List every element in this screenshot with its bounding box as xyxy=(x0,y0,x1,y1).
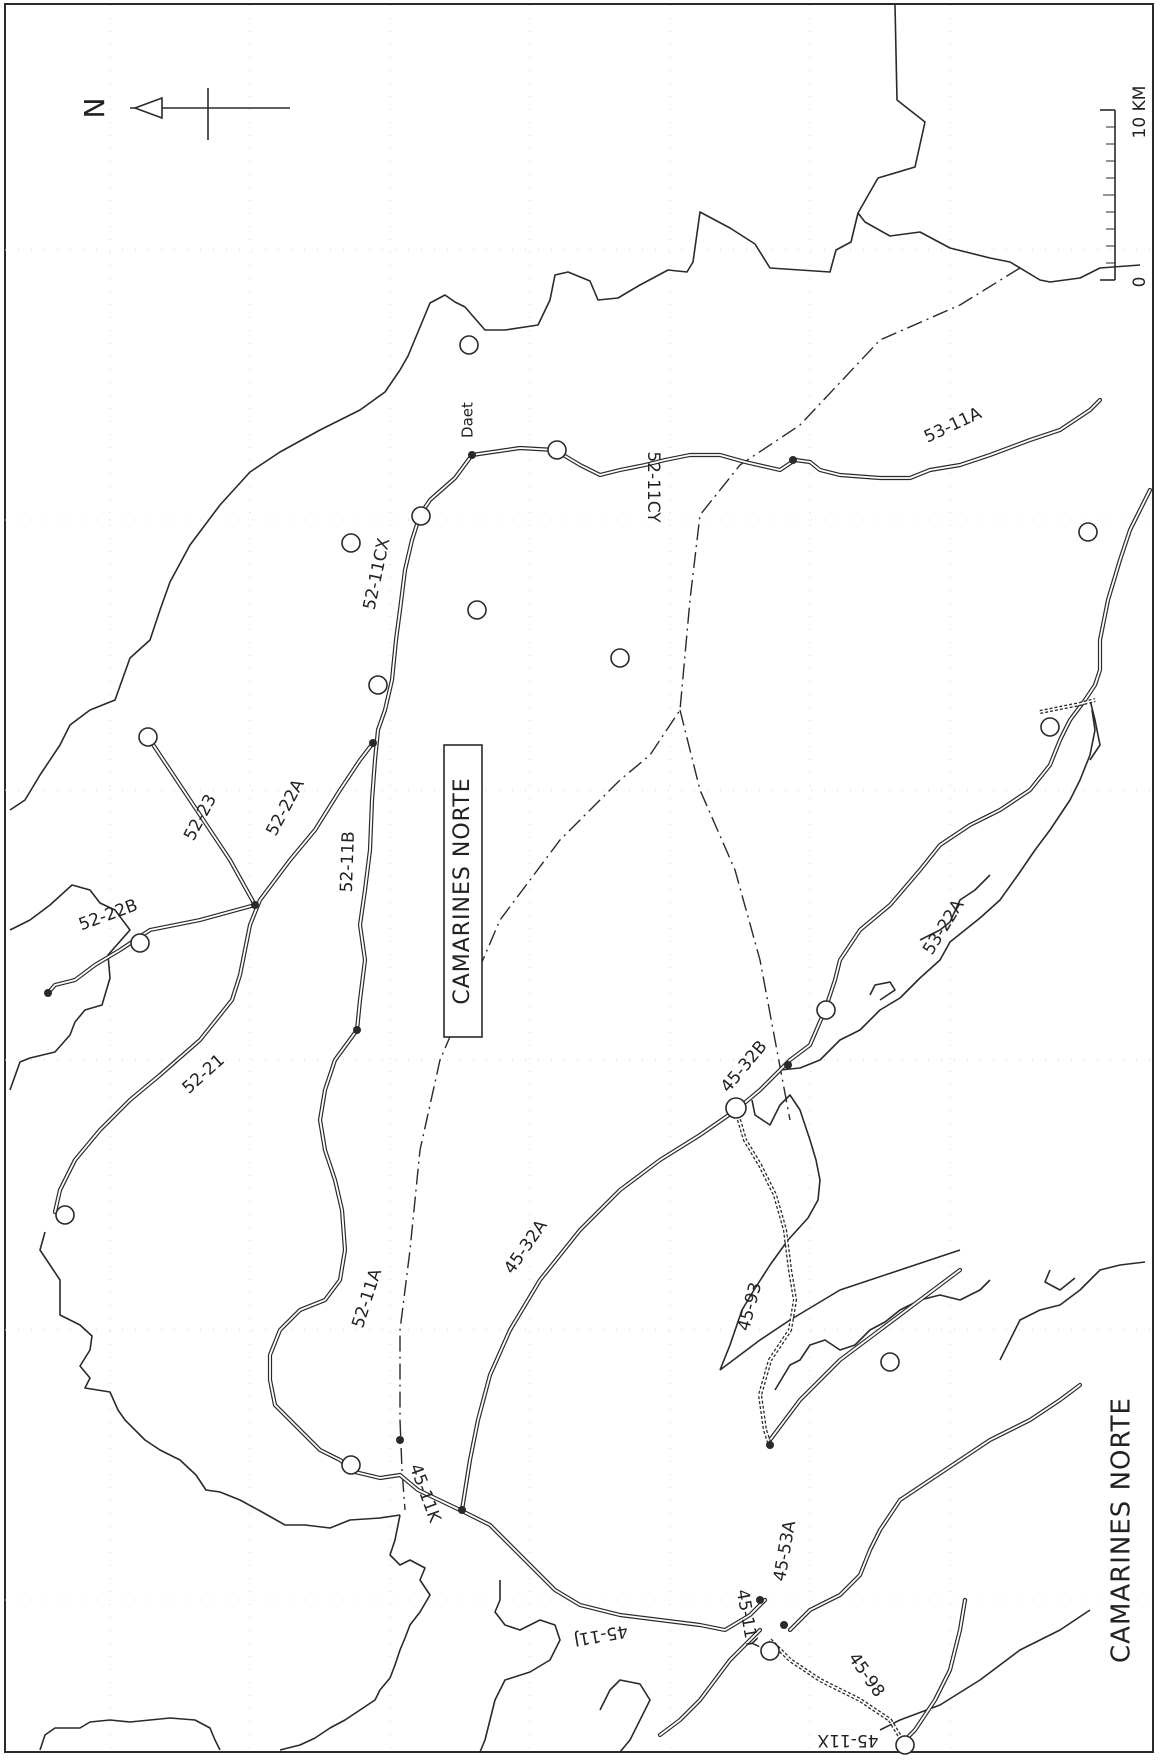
boundary-lines xyxy=(399,267,1021,1511)
north-arrow: N xyxy=(78,88,290,140)
road-label-45-11j: 45-11J xyxy=(572,1620,629,1649)
scale-bar: 0 10 KM xyxy=(1100,86,1150,288)
road-label-53-22a: 53-22A xyxy=(919,896,968,959)
scale-start-label: 0 xyxy=(1130,277,1150,288)
road-label-52-11a: 52-11A xyxy=(348,1266,386,1331)
road-label-45-53a: 45-53A xyxy=(770,1519,800,1583)
road-label-45-11k: 45-11K xyxy=(405,1461,445,1526)
circle-markers xyxy=(55,335,1098,1755)
junction-nodes xyxy=(44,451,797,1629)
road-label-53-11a: 53-11A xyxy=(921,403,985,447)
coastline xyxy=(9,4,1146,1753)
province-label: CAMARINES NORTE xyxy=(450,777,475,1004)
map-border xyxy=(4,3,1154,1753)
road-network xyxy=(45,397,1153,1748)
road-label-52-22b: 52-22B xyxy=(76,895,140,935)
road-label-52-11b: 52-11B xyxy=(337,831,359,893)
road-label-52-11cx: 52-11CX xyxy=(360,536,395,612)
scale-end-label: 10 KM xyxy=(1130,86,1150,139)
road-label-45-32a: 45-32A xyxy=(500,1216,552,1278)
road-label-45-11x: 45-11X xyxy=(817,1730,878,1750)
province-label-box: CAMARINES NORTE xyxy=(443,744,483,1038)
road-labels: 52-11CX 52-11CY 53-11A 52-22A 52-23 52-2… xyxy=(76,403,985,1750)
dashed-roads xyxy=(733,697,1096,1747)
road-label-52-22a: 52-22A xyxy=(262,776,308,840)
survey-grid xyxy=(5,5,1150,1750)
town-label-daet: Daet xyxy=(459,402,477,438)
road-label-45-93: 45-93 xyxy=(734,1280,766,1333)
road-label-52-11cy: 52-11CY xyxy=(643,451,663,523)
map-caption: CAMARINES NORTE xyxy=(1107,1397,1137,1663)
north-label: N xyxy=(78,98,111,119)
road-label-52-21: 52-21 xyxy=(179,1050,229,1098)
